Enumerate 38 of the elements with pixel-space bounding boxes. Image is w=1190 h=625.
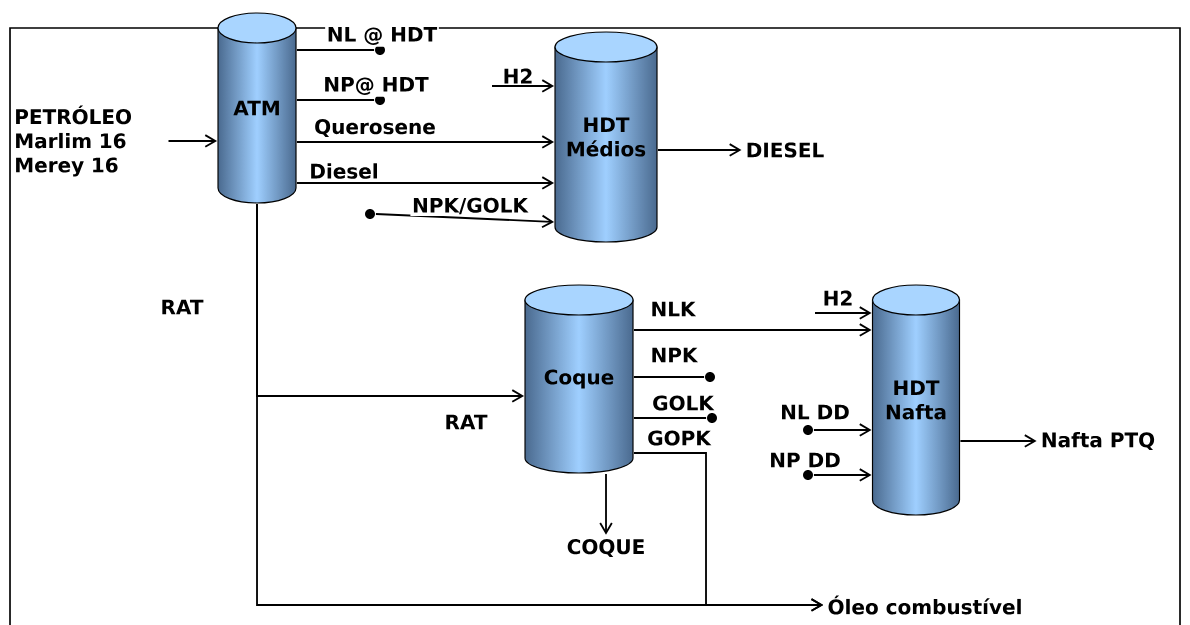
edge-label: RAT <box>442 413 490 431</box>
arrow <box>167 134 218 148</box>
product-label: Óleo combustível <box>828 595 1021 615</box>
edge-label: NPK/GOLK <box>410 196 530 216</box>
arrow <box>657 143 742 157</box>
arrow <box>491 79 555 93</box>
column-vessel: HDT Nafta <box>871 284 961 516</box>
arrow <box>296 176 555 190</box>
arrow <box>813 468 872 482</box>
edge-label: GOLK <box>650 393 716 413</box>
arrow <box>633 323 872 337</box>
edge-label: NP@ HDT <box>321 75 431 97</box>
edge-label: NL DD <box>778 403 852 421</box>
edge-label: RAT <box>158 298 206 316</box>
edge-label: NLK <box>648 300 698 318</box>
edge-label: GOPK <box>645 428 713 448</box>
arrow <box>813 423 872 437</box>
arrow <box>296 135 555 149</box>
edge-label: Diesel <box>307 161 381 181</box>
column-vessel: Coque <box>524 284 634 474</box>
edge-label: H2 <box>501 66 535 86</box>
edge-label: NL @ HDT <box>325 25 439 47</box>
edge-label: NP DD <box>767 451 843 469</box>
arrow <box>599 473 613 535</box>
column-vessel: HDT Médios <box>554 31 658 243</box>
edge-label: H2 <box>821 288 855 308</box>
product-label: Nafta PTQ <box>1042 431 1155 451</box>
arrow <box>633 452 824 612</box>
arrow <box>375 213 555 229</box>
product-label: COQUE <box>567 539 644 557</box>
edge-label: NPK <box>648 346 700 364</box>
arrow <box>814 306 872 320</box>
product-label: DIESEL <box>747 142 824 158</box>
feed-label: PETRÓLEO Marlim 16 Merey 16 <box>16 105 131 177</box>
column-vessel: ATM <box>217 12 297 204</box>
arrow <box>256 203 525 403</box>
edge-label: Querosene <box>312 117 438 139</box>
arrow <box>959 434 1037 448</box>
